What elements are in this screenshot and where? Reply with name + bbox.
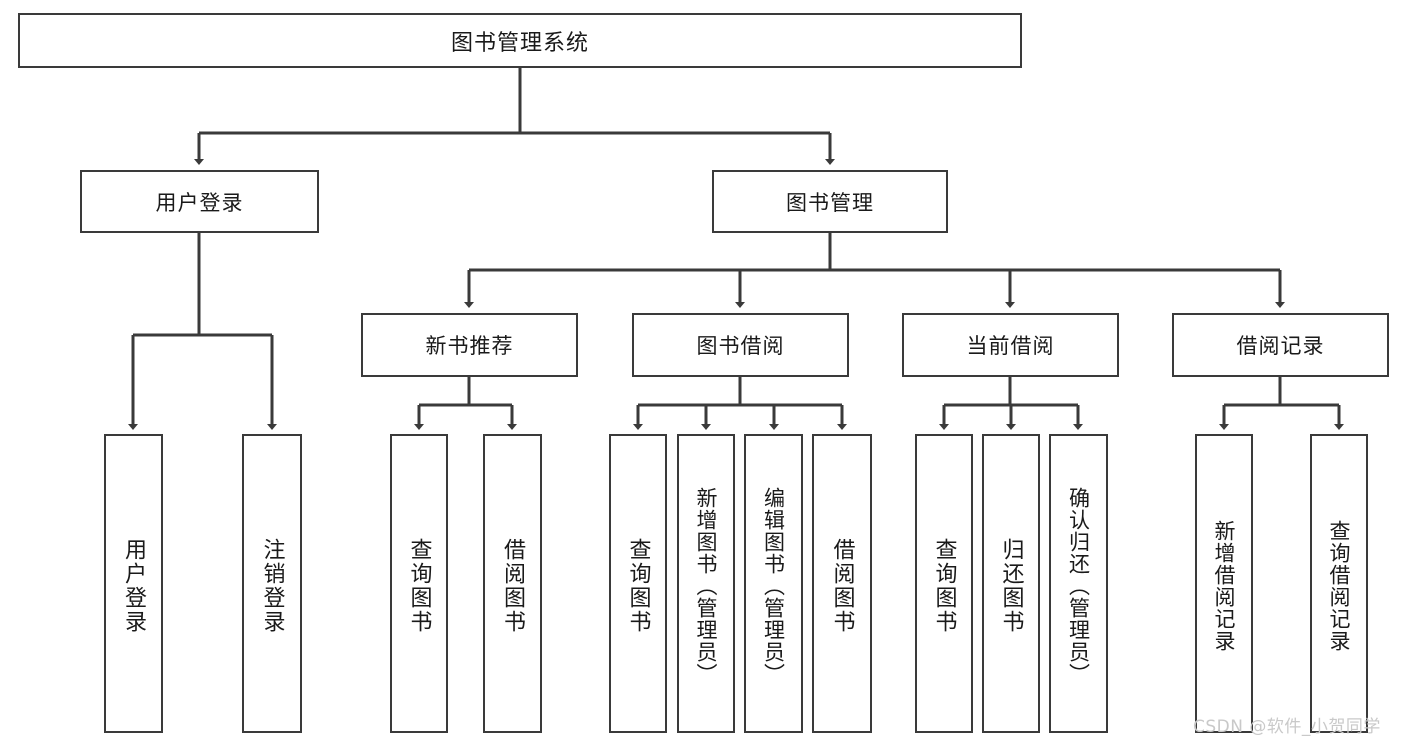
node-user-login[interactable]: 用户登录 [80,170,319,233]
node-leaf-edit-book-admin[interactable]: 编辑图书（管理员） [744,434,803,733]
node-book-management[interactable]: 图书管理 [712,170,948,233]
node-leaf-borrow-book-borrow[interactable]: 借阅图书 [812,434,872,733]
node-leaf-query-book-recommend[interactable]: 查询图书 [390,434,448,733]
node-root-book-management-system[interactable]: 图书管理系统 [18,13,1022,68]
node-leaf-confirm-return-admin[interactable]: 确认归还（管理员） [1049,434,1108,733]
node-leaf-return-book[interactable]: 归还图书 [982,434,1040,733]
node-current-borrow[interactable]: 当前借阅 [902,313,1119,377]
node-leaf-query-book-borrow[interactable]: 查询图书 [609,434,667,733]
node-leaf-logout-login[interactable]: 注销登录 [242,434,302,733]
node-leaf-query-book-current[interactable]: 查询图书 [915,434,973,733]
node-leaf-user-login[interactable]: 用户登录 [104,434,163,733]
node-leaf-add-book-admin[interactable]: 新增图书（管理员） [677,434,735,733]
node-leaf-query-borrow-record[interactable]: 查询借阅记录 [1310,434,1368,733]
node-leaf-borrow-book-recommend[interactable]: 借阅图书 [483,434,542,733]
node-book-borrow[interactable]: 图书借阅 [632,313,849,377]
node-borrow-record[interactable]: 借阅记录 [1172,313,1389,377]
node-new-book-recommend[interactable]: 新书推荐 [361,313,578,377]
node-leaf-add-borrow-record[interactable]: 新增借阅记录 [1195,434,1253,733]
